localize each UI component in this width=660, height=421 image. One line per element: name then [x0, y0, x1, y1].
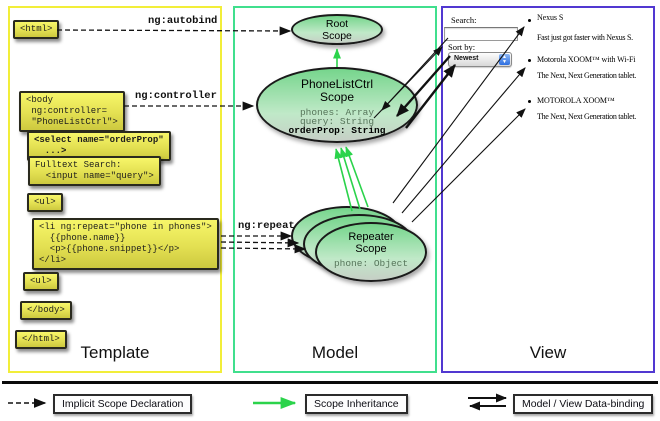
- model-panel: Model: [233, 6, 437, 373]
- root-scope-title: Root Scope: [322, 18, 352, 42]
- view-item-title: MOTOROLA XOOM™: [537, 96, 615, 105]
- legend-scope-inheritance: Scope Inheritance: [305, 394, 408, 414]
- legend-separator-line: [2, 381, 658, 384]
- bullet-icon: [528, 19, 531, 22]
- code-body-close: </body>: [20, 301, 72, 320]
- view-item-desc: The Next, Next Generation tablet.: [537, 112, 636, 121]
- model-panel-label: Model: [311, 343, 359, 362]
- view-item-title: Motorola XOOM™ with Wi-Fi: [537, 55, 636, 64]
- code-html-close: </html>: [15, 330, 67, 349]
- view-panel-label: View: [529, 343, 567, 362]
- label-ng-controller: ng:controller: [135, 90, 217, 102]
- code-li-repeat: <li ng:repeat="phone in phones"> {{phone…: [32, 218, 219, 270]
- code-ul-close: <ul>: [23, 272, 59, 291]
- view-item-desc: Fast just got faster with Nexus S.: [537, 33, 633, 42]
- label-ng-repeat: ng:repeat: [238, 220, 295, 232]
- sort-dropdown[interactable]: Newest ▲▼: [448, 52, 512, 67]
- code-ul-open: <ul>: [27, 193, 63, 212]
- root-scope-ellipse: Root Scope: [291, 14, 383, 45]
- scope-prop-orderprop: orderProp: String: [288, 124, 386, 136]
- search-input[interactable]: [444, 27, 518, 41]
- scope-prop-query: query: String: [299, 115, 375, 127]
- bullet-icon: [528, 100, 531, 103]
- legend-model-view-data-binding: Model / View Data-binding: [513, 394, 654, 414]
- bullet-icon: [528, 59, 531, 62]
- code-html-open: <html>: [13, 20, 60, 39]
- template-panel-label: Template: [80, 343, 150, 362]
- view-item-title: Nexus S: [537, 13, 564, 22]
- code-body-open: <body ng:controller= "PhoneListCtrl">: [19, 91, 125, 132]
- phonelistctrl-scope-ellipse: PhoneListCtrl Scope phones: Array query:…: [256, 67, 418, 143]
- repeater-scope-ellipse: Repeater Scope phone: Object: [315, 222, 427, 282]
- sort-dropdown-value: Newest: [454, 55, 479, 62]
- legend-implicit-scope-declaration: Implicit Scope Declaration: [53, 394, 193, 414]
- dropdown-stepper-icon: ▲▼: [499, 54, 510, 65]
- repeater-scope-title: Repeater Scope: [348, 231, 394, 256]
- code-fulltext-search: Fulltext Search: <input name="query">: [28, 156, 161, 186]
- view-item-desc: The Next, Next Generation tablet.: [537, 71, 636, 80]
- scope-prop-phone: phone: Object: [333, 257, 409, 269]
- label-ng-autobind: ng:autobind: [148, 15, 218, 27]
- phonelistctrl-scope-title: PhoneListCtrl Scope: [300, 77, 374, 105]
- sort-by-label: Sort by:: [448, 42, 476, 52]
- scope-prop-phones: phones: Array: [299, 106, 375, 118]
- search-label: Search:: [451, 15, 477, 25]
